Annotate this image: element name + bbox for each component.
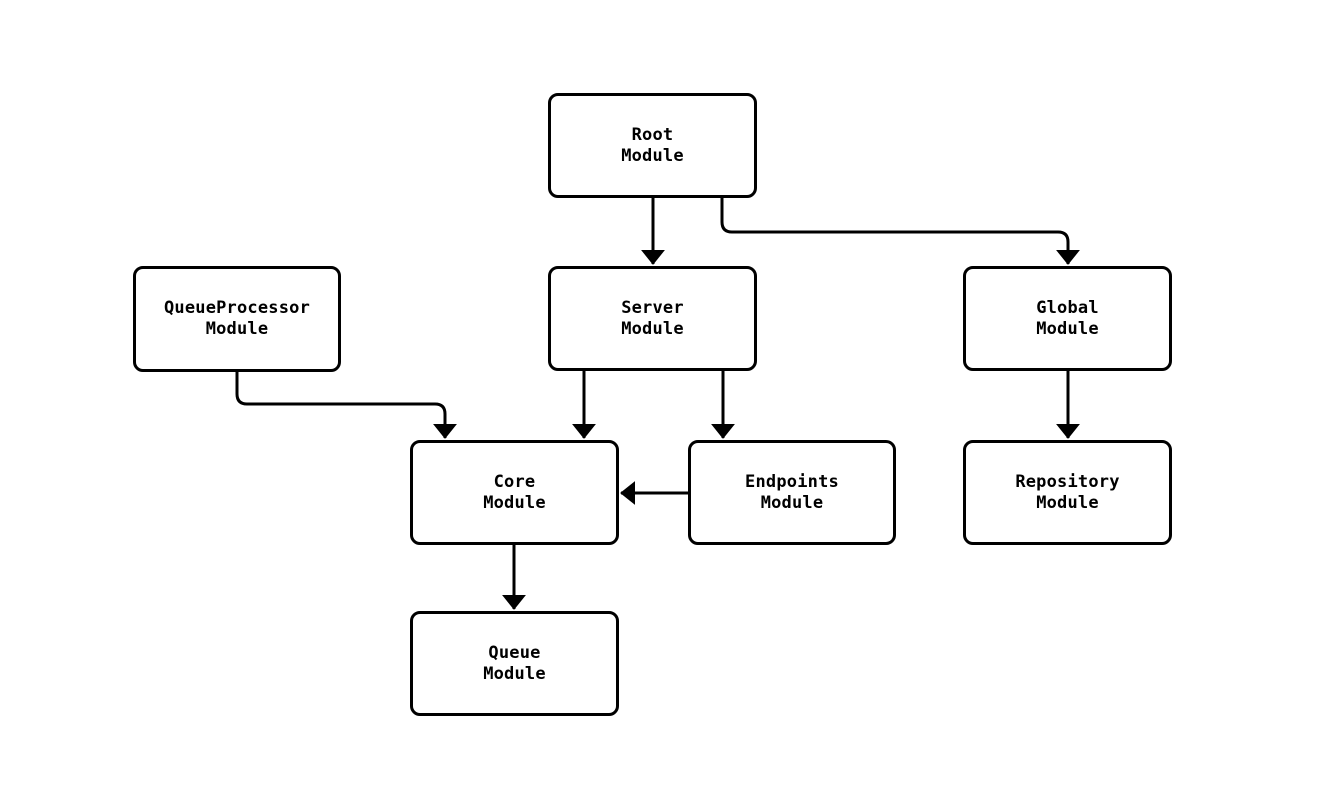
node-label-repository: Repository Module [1015, 471, 1120, 513]
node-label-queue: Queue Module [483, 642, 546, 684]
edge-root-global [720, 198, 1080, 265]
node-label-server: Server Module [621, 297, 684, 339]
node-label-queueprocessor: QueueProcessor Module [163, 298, 311, 339]
node-repository-module: Repository Module [963, 440, 1172, 545]
node-queue-module: Queue Module [410, 611, 619, 716]
node-label-global: Global Module [1036, 297, 1099, 339]
edge-queueprocessor-core [235, 372, 457, 439]
node-label-endpoints: Endpoints Module [745, 471, 839, 513]
node-server-module: Server Module [548, 266, 757, 371]
node-core-module: Core Module [410, 440, 619, 545]
node-root-module: Root Module [548, 93, 757, 198]
node-endpoints-module: Endpoints Module [688, 440, 896, 545]
node-queueprocessor-module: QueueProcessor Module [133, 266, 341, 372]
node-label-core: Core Module [483, 471, 546, 513]
node-label-root: Root Module [621, 124, 684, 166]
node-global-module: Global Module [963, 266, 1172, 371]
